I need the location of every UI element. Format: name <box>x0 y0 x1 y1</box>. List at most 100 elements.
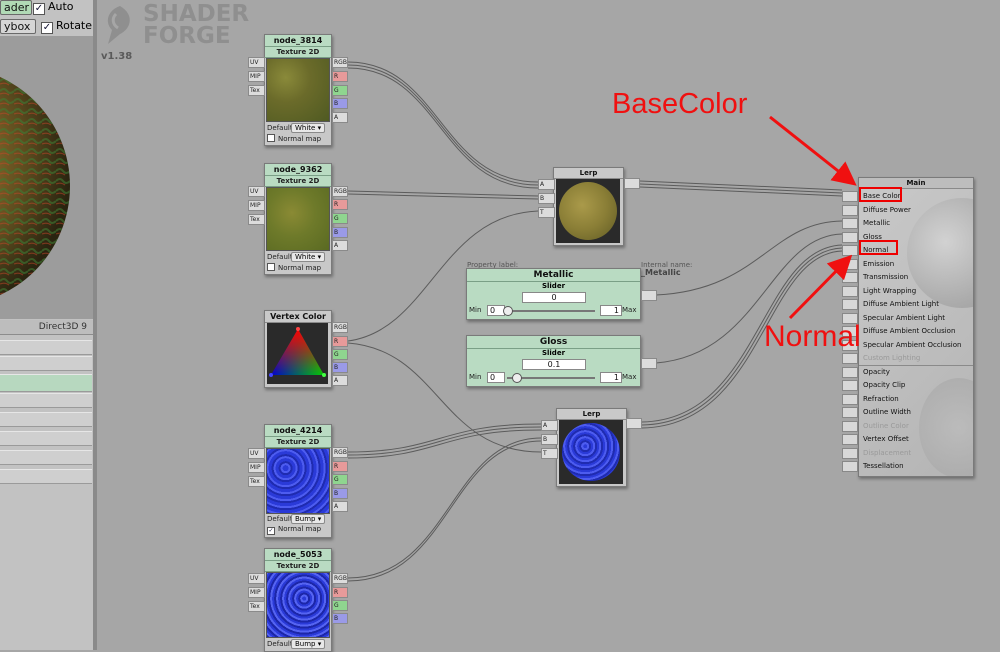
port-in-uv[interactable]: UV <box>248 573 265 584</box>
port-out-g[interactable]: G <box>332 213 348 224</box>
main-input-port[interactable] <box>842 231 858 243</box>
main-input-port[interactable] <box>842 191 858 202</box>
main-input-port[interactable] <box>842 434 858 445</box>
main-input-port[interactable] <box>842 461 858 472</box>
port-out-b[interactable]: B <box>332 613 348 624</box>
main-input-port[interactable] <box>842 380 858 391</box>
lerp-port-b[interactable]: B <box>541 434 558 445</box>
port-out-g[interactable]: G <box>332 600 348 611</box>
lerp-node-1[interactable]: Lerp <box>553 167 624 246</box>
main-input-port[interactable] <box>842 218 858 229</box>
panel-row[interactable] <box>0 393 92 408</box>
port-out-r[interactable]: R <box>332 336 348 347</box>
gloss-slider-node[interactable]: Gloss Slider 0.1 Min 0 1 Max <box>466 335 641 387</box>
port-in-mip[interactable]: MIP <box>248 462 265 473</box>
main-input-port[interactable] <box>842 326 858 337</box>
rotate-checkbox[interactable]: ✓Rotate <box>41 19 92 34</box>
vertex-color-node[interactable]: Vertex Color <box>264 310 332 388</box>
panel-row[interactable] <box>0 431 92 446</box>
default-dropdown[interactable]: Bump ▾ <box>291 514 326 524</box>
main-input-port[interactable] <box>842 447 858 459</box>
port-out-r[interactable]: R <box>332 71 348 82</box>
main-input-port[interactable] <box>842 420 858 432</box>
slider-value-field[interactable]: 0.1 <box>522 359 586 370</box>
main-input-port[interactable] <box>842 366 858 378</box>
port-out-g[interactable]: G <box>332 474 348 485</box>
auto-checkbox[interactable]: ✓Auto <box>33 0 74 15</box>
main-input-port[interactable] <box>842 353 858 364</box>
lerp-port-t[interactable]: T <box>538 207 555 218</box>
gloss-port-out[interactable] <box>641 358 657 369</box>
default-dropdown[interactable]: White ▾ <box>291 252 326 262</box>
lerp-port-out[interactable] <box>626 418 642 429</box>
shader-toggle-button[interactable]: ader <box>0 0 32 15</box>
panel-row[interactable] <box>0 450 92 465</box>
port-in-uv[interactable]: UV <box>248 57 265 68</box>
port-out-rgb[interactable]: RGB <box>332 322 348 333</box>
port-in-mip[interactable]: MIP <box>248 71 265 82</box>
texture-node-4214[interactable]: node_4214 Texture 2D Default Bump ▾ ✓Nor… <box>264 424 332 538</box>
port-in-tex[interactable]: Tex <box>248 476 265 487</box>
main-input-port[interactable] <box>842 312 858 324</box>
texture-node-5053[interactable]: node_5053 Texture 2D Default Bump ▾ <box>264 548 332 652</box>
lerp-port-out[interactable] <box>624 178 640 189</box>
port-in-tex[interactable]: Tex <box>248 85 265 96</box>
panel-divider[interactable] <box>93 0 97 650</box>
max-field[interactable]: 1 <box>600 372 622 383</box>
lerp-node-2[interactable]: Lerp <box>556 408 627 487</box>
port-out-a[interactable]: A <box>332 240 348 251</box>
port-out-rgb[interactable]: RGB <box>332 186 348 197</box>
port-out-a[interactable]: A <box>332 112 348 123</box>
panel-row[interactable] <box>0 356 92 371</box>
port-out-g[interactable]: G <box>332 85 348 96</box>
main-input-port[interactable] <box>842 299 858 310</box>
main-input-port[interactable] <box>842 393 858 405</box>
metallic-port-out[interactable] <box>641 290 657 301</box>
normal-map-checkbox[interactable]: Normal map <box>267 134 321 143</box>
port-out-rgb[interactable]: RGB <box>332 447 348 458</box>
port-out-b[interactable]: B <box>332 227 348 238</box>
port-in-tex[interactable]: Tex <box>248 214 265 225</box>
main-input-port[interactable] <box>842 339 858 351</box>
max-field[interactable]: 1 <box>600 305 622 316</box>
main-input-port[interactable] <box>842 204 858 216</box>
port-out-r[interactable]: R <box>332 461 348 472</box>
port-out-b[interactable]: B <box>332 98 348 109</box>
port-out-r[interactable]: R <box>332 199 348 210</box>
texture-node-3814[interactable]: node_3814 Texture 2D Default White ▾ Nor… <box>264 34 332 146</box>
min-field[interactable]: 0 <box>487 372 505 383</box>
port-out-rgb[interactable]: RGB <box>332 57 348 68</box>
skybox-toggle-button[interactable]: ybox <box>0 19 36 34</box>
port-in-uv[interactable]: UV <box>248 448 265 459</box>
normal-map-checkbox[interactable]: ✓Normal map <box>267 525 321 535</box>
default-dropdown[interactable]: White ▾ <box>291 123 326 133</box>
main-input-port[interactable] <box>842 285 858 297</box>
lerp-port-a[interactable]: A <box>538 179 555 190</box>
panel-row[interactable] <box>0 340 92 355</box>
default-dropdown[interactable]: Bump ▾ <box>291 639 326 649</box>
slider-value-field[interactable]: 0 <box>522 292 586 303</box>
normal-map-checkbox[interactable]: Normal map <box>267 263 321 272</box>
lerp-port-a[interactable]: A <box>541 420 558 431</box>
metallic-slider-node[interactable]: Metallic Slider 0 Min 0 1 Max <box>466 268 641 320</box>
port-out-b[interactable]: B <box>332 488 348 499</box>
port-out-r[interactable]: R <box>332 587 348 598</box>
slider-track[interactable] <box>507 377 595 379</box>
port-out-rgb[interactable]: RGB <box>332 573 348 584</box>
preview-viewport[interactable] <box>0 36 93 319</box>
port-out-a[interactable]: A <box>332 501 348 512</box>
port-out-b[interactable]: B <box>332 362 348 373</box>
slider-track[interactable] <box>507 310 595 312</box>
port-out-g[interactable]: G <box>332 349 348 360</box>
main-input-port[interactable] <box>842 407 858 418</box>
port-in-tex[interactable]: Tex <box>248 601 265 612</box>
panel-row-selected[interactable] <box>0 374 92 392</box>
port-in-uv[interactable]: UV <box>248 186 265 197</box>
panel-row[interactable] <box>0 469 92 484</box>
slider-thumb[interactable] <box>511 373 522 383</box>
panel-row[interactable] <box>0 412 92 427</box>
texture-node-9362[interactable]: node_9362 Texture 2D Default White ▾ Nor… <box>264 163 332 275</box>
port-in-mip[interactable]: MIP <box>248 200 265 211</box>
lerp-port-t[interactable]: T <box>541 448 558 459</box>
